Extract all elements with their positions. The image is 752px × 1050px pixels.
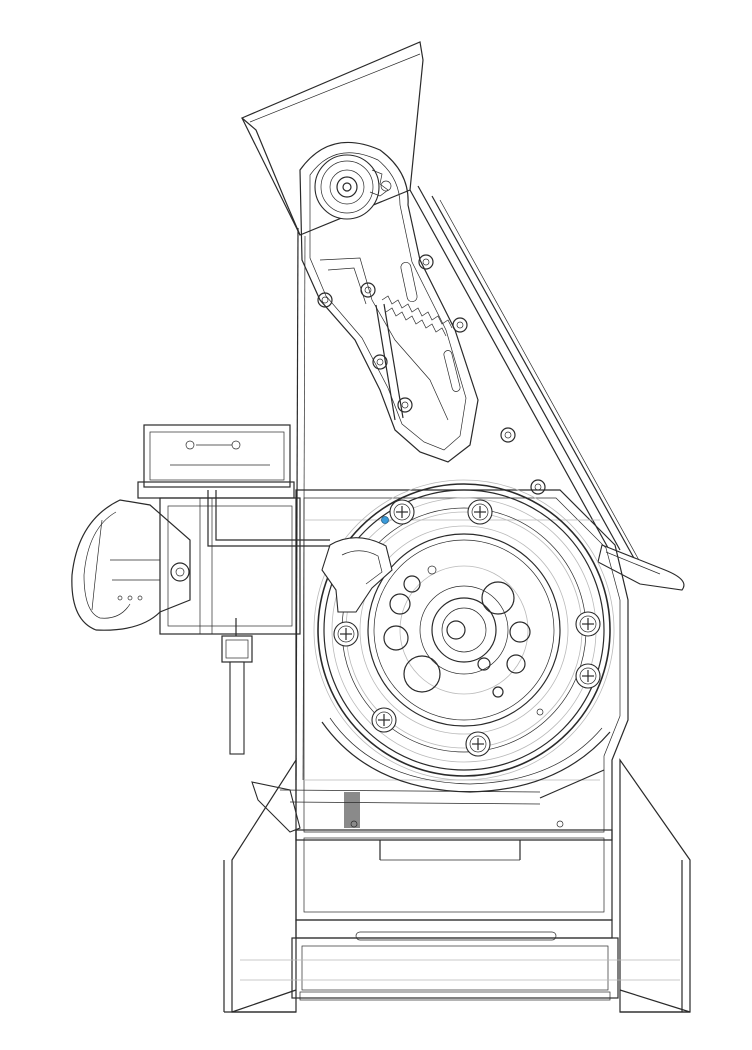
screw-head-icon [467, 499, 493, 525]
arm-screws [317, 254, 546, 495]
belt-guard-rails [295, 185, 641, 781]
disc-mount-screws [333, 499, 601, 757]
guard-lever-handle-icon [597, 544, 685, 591]
belt-arm [299, 141, 479, 463]
accent-marker [381, 516, 389, 524]
screw-head-icon [575, 611, 601, 637]
adjustment-rod [221, 618, 253, 755]
tension-spring-icon [375, 261, 461, 421]
top-idler-pulley [314, 154, 392, 220]
disc-cutaway [321, 537, 393, 613]
sanding-disc [313, 479, 615, 781]
base [223, 757, 691, 1013]
motor-housing [137, 424, 330, 635]
disc-vent-holes [383, 565, 544, 716]
tilt-bracket [251, 781, 541, 833]
screw-head-icon [389, 499, 415, 525]
screw-head-icon [371, 707, 397, 733]
lower-disc-guard [321, 717, 611, 799]
screw-head-icon [333, 621, 359, 647]
side-handle-icon [71, 499, 191, 631]
screw-head-icon [465, 731, 491, 757]
screw-head-icon [575, 663, 601, 689]
